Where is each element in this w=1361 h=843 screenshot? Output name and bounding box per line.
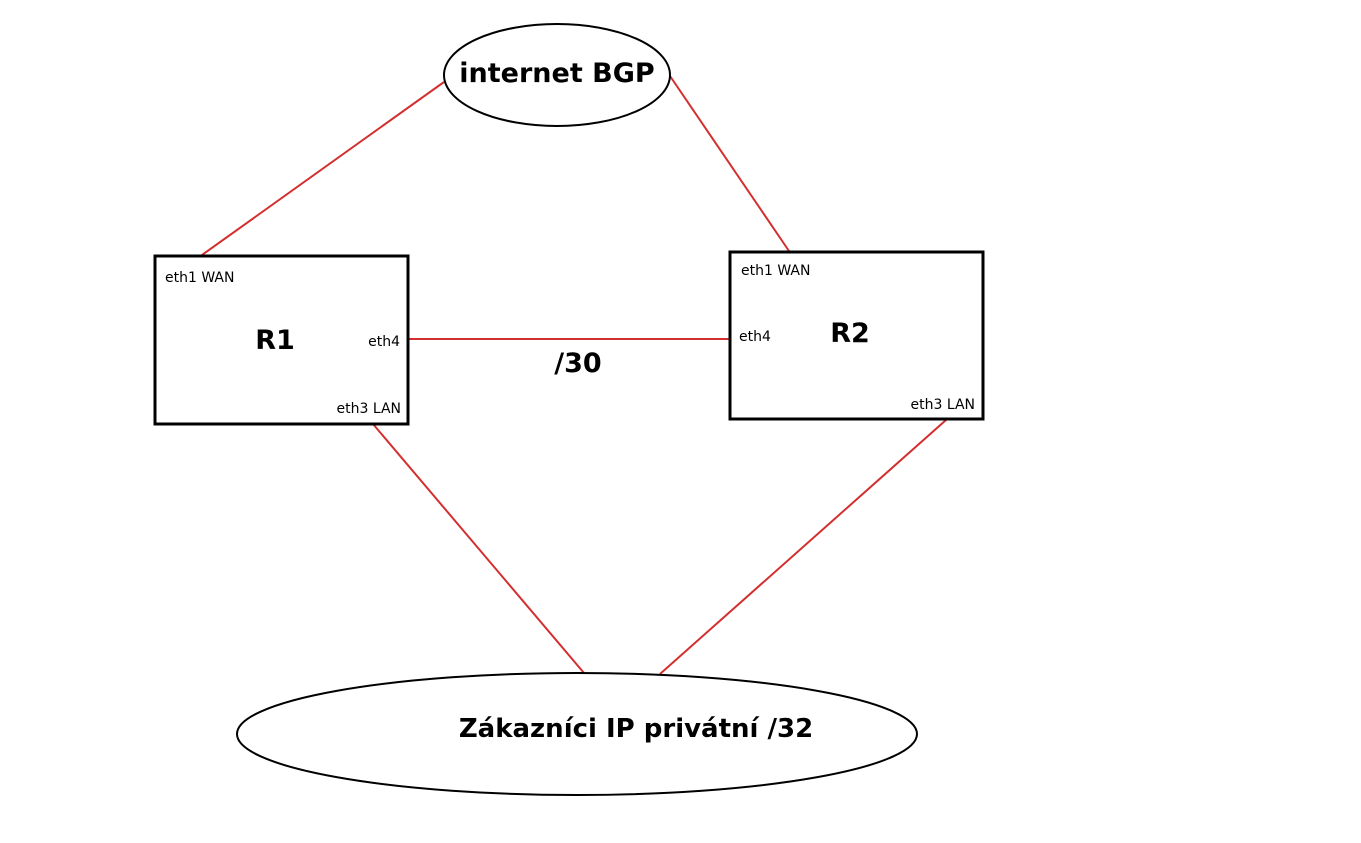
link-r2-customers [659,419,947,675]
router-r2-port-wan: eth1 WAN [741,263,810,279]
internet-ellipse [443,23,671,127]
router-r1: R1 eth1 WAN eth4 eth3 LAN [153,254,410,426]
customers-ellipse [236,672,918,796]
router-r1-label: R1 [255,325,295,356]
links [201,75,947,675]
customers-node: Zákazníci IP privátní /32 [236,672,918,796]
link-r1-customers [372,423,585,674]
link-internet-r1 [201,81,445,256]
link-r1-r2-subnet-label: /30 [554,348,601,379]
customers-label: Zákazníci IP privátní /32 [459,714,813,744]
link-internet-r2 [669,75,790,252]
internet-node: internet BGP [443,23,671,127]
router-r2-port-lan: eth3 LAN [910,397,975,413]
router-r2-port-eth4: eth4 [739,329,771,345]
router-r1-port-wan: eth1 WAN [165,270,234,286]
router-r2-label: R2 [830,318,870,349]
internet-label: internet BGP [459,58,654,89]
router-r1-port-lan: eth3 LAN [336,401,401,417]
router-r1-box [153,254,410,426]
router-r2-box [728,250,985,421]
router-r2: R2 eth1 WAN eth4 eth3 LAN [728,250,985,421]
router-r1-port-eth4: eth4 [368,334,400,350]
